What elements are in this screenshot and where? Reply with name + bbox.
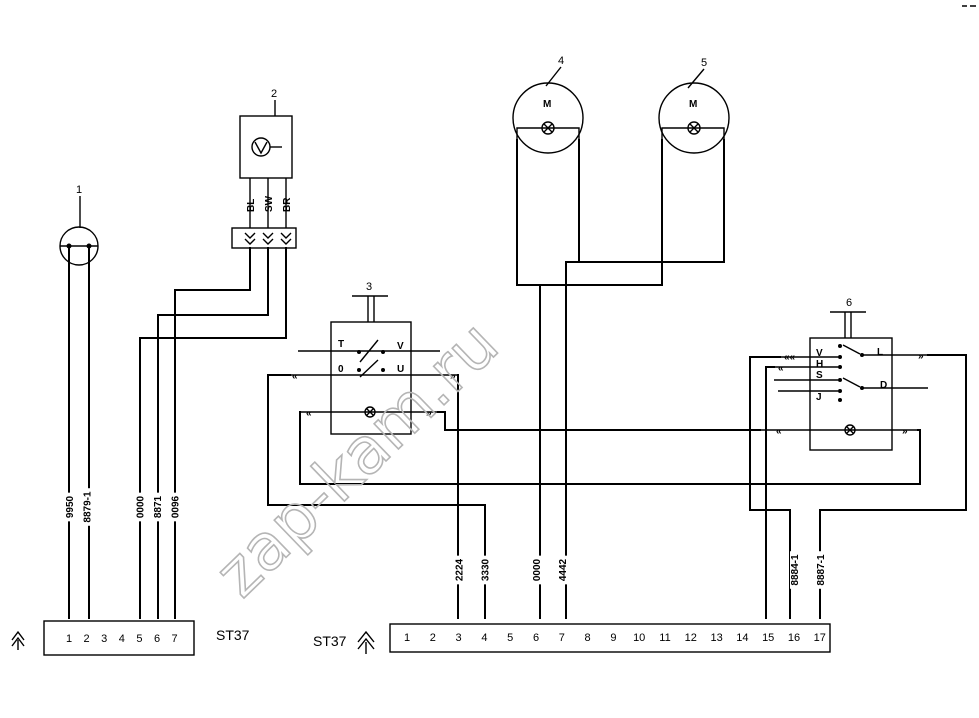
sensor-plug: [231, 227, 297, 249]
wire-code: 8887-1: [816, 554, 827, 586]
arrow-up-icon: [11, 630, 25, 650]
connector-left-name: ST37: [216, 627, 250, 643]
connector-pin: 13: [710, 632, 722, 644]
sensor-box: [239, 115, 293, 179]
wire-code: 0000: [135, 495, 146, 518]
contact-u: U: [397, 364, 404, 375]
connector-pin: 5: [136, 633, 142, 645]
svg-text:»: »: [426, 408, 432, 419]
contact-d: D: [880, 380, 887, 391]
component-1: 1: [59, 184, 99, 619]
wire-code: 8879-1: [83, 491, 94, 523]
connector-pin: 14: [736, 632, 748, 644]
wire-code: 0000: [532, 558, 543, 581]
connector-pin: 1: [404, 632, 410, 644]
connector-pin: 1: [66, 633, 72, 645]
svg-text:«: «: [292, 371, 298, 382]
connector-pin: 17: [814, 632, 826, 644]
component-3-label: 3: [366, 281, 372, 293]
contact-t: T: [338, 339, 344, 350]
indicator-lamp-6-icon: [844, 424, 856, 436]
wire-code: 3330: [480, 558, 491, 581]
connector-pin: 3: [456, 632, 462, 644]
connector-pin: 10: [633, 632, 645, 644]
motor-4-symbol: M: [543, 99, 551, 110]
connector-pin: 4: [119, 633, 125, 645]
connector-pin: 9: [610, 632, 616, 644]
connector-pin: 6: [154, 633, 160, 645]
svg-text:«: «: [776, 426, 782, 437]
contact-v2: V: [816, 348, 823, 359]
component-6-label: 6: [846, 297, 852, 309]
component-1-label: 1: [76, 184, 82, 196]
switch-box: [330, 321, 412, 435]
connector-pin: 16: [788, 632, 800, 644]
connector-pin: 7: [559, 632, 565, 644]
pin-sw: SW: [264, 195, 275, 212]
connector-pin: 2: [84, 633, 90, 645]
component-5: 5 M: [539, 57, 730, 286]
component-2-label: 2: [271, 88, 277, 100]
connector-right-name: ST37: [313, 633, 347, 649]
pin-br: BR: [282, 197, 293, 212]
contact-j: J: [816, 392, 822, 403]
connector-pin: 8: [585, 632, 591, 644]
svg-text:«: «: [778, 363, 784, 374]
connector-pin: 12: [685, 632, 697, 644]
component-2: 2 BL SW BR: [139, 88, 297, 619]
wire-code: 2224: [455, 558, 466, 581]
connector-pin: 2: [430, 632, 436, 644]
svg-text:««: ««: [784, 352, 796, 363]
motor-4-icon: [512, 82, 584, 154]
wire-code: 8884-1: [790, 554, 801, 586]
connector-pin: 15: [762, 632, 774, 644]
contact-s: S: [816, 370, 823, 381]
component-4: 4 M: [512, 55, 584, 619]
component-4-label: 4: [558, 55, 564, 67]
contact-l: L: [877, 347, 883, 358]
connector-pin: 7: [172, 633, 178, 645]
wire-code: 4442: [558, 558, 569, 581]
svg-text:»: »: [902, 426, 908, 437]
connector-right-box: [389, 623, 831, 653]
connector-pin: 5: [507, 632, 513, 644]
motor-5-icon: [658, 82, 730, 154]
connector-pin: 6: [533, 632, 539, 644]
wire-code: 0096: [171, 495, 182, 518]
motor-5-symbol: M: [689, 99, 697, 110]
pin-bl: BL: [246, 199, 257, 212]
svg-text:»: »: [450, 371, 456, 382]
connector-pin: 3: [101, 633, 107, 645]
connector-pin: 11: [659, 632, 670, 644]
contact-v: V: [397, 341, 404, 352]
svg-text:«: «: [306, 408, 312, 419]
wire-code: 8871: [153, 495, 164, 518]
arrow-up-icon: [357, 630, 375, 654]
contact-h: H: [816, 359, 823, 370]
indicator-lamp-icon: [364, 406, 376, 418]
connector-pin: 4: [481, 632, 487, 644]
contact-0: 0: [338, 364, 344, 375]
component-5-label: 5: [701, 57, 707, 69]
wire-code: 9950: [65, 495, 76, 518]
connector-left-box: [43, 620, 195, 656]
component-6: 6 V H S J L D «« « » « »: [622, 297, 967, 619]
svg-text:»: »: [918, 351, 924, 362]
component-3: 3 T V 0 U « » « »: [267, 281, 761, 619]
